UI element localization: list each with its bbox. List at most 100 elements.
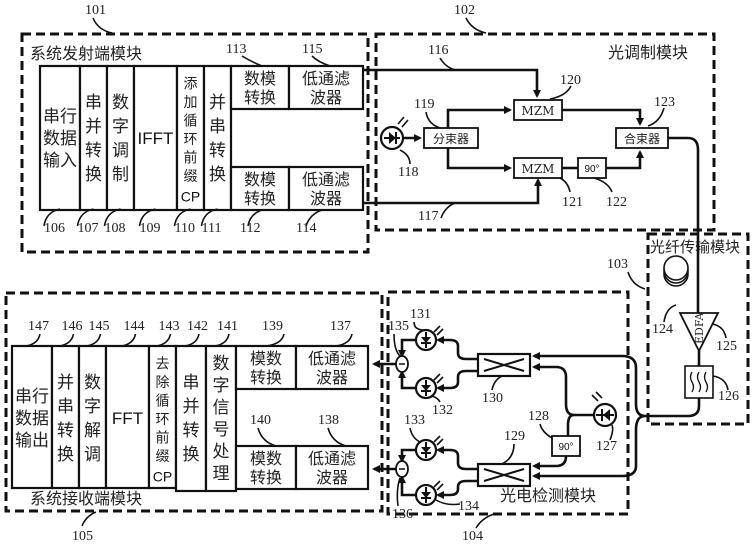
lpf-box [294, 344, 370, 391]
ref-label: 138 [318, 413, 339, 428]
ref-label: 135 [388, 319, 409, 334]
ref-label: 127 [596, 439, 617, 454]
rx-block-label: 并 [183, 397, 200, 417]
wire [446, 106, 512, 128]
rx-block-label: 理 [213, 464, 230, 484]
mzm-bottom-label: MZM [522, 162, 555, 176]
optical-hybrid-130 [476, 352, 532, 378]
lpf-box [294, 444, 370, 491]
leader-line [475, 513, 495, 529]
ref-label: 109 [140, 221, 161, 236]
ref-label: 136 [392, 507, 413, 522]
tx-block-label: 添 [184, 77, 198, 93]
tx-block-label: 并 [85, 117, 102, 137]
wire [532, 363, 594, 417]
leader-line [305, 209, 323, 227]
combiner-label: 合束器 [624, 131, 660, 146]
ref-label: 114 [296, 221, 316, 236]
ref-label: 101 [85, 3, 106, 18]
leader-line [609, 424, 614, 441]
subtractor-135-icon [395, 338, 416, 390]
lpf-box [287, 64, 365, 111]
leader-line [81, 511, 97, 527]
rx-block-label: 调 [84, 445, 101, 465]
lpf-label: 低通滤 [308, 449, 356, 468]
leader-line [311, 55, 331, 67]
rx-block-label: 环 [156, 412, 170, 428]
fiber-spool-icon [663, 255, 689, 287]
ref-label: 126 [718, 389, 739, 404]
lpf-label: 波器 [310, 189, 342, 208]
receiver-module-frame [4, 291, 384, 513]
tx-block-label: 换 [209, 165, 226, 185]
tx-block-label: 调 [112, 141, 129, 161]
adc-box [234, 344, 298, 391]
ref-label: 129 [504, 429, 525, 444]
rx-block-label: 输出 [15, 431, 49, 451]
fiber-wire [645, 398, 701, 418]
local-oscillator-laser-icon [591, 391, 618, 428]
lpf-label: 低通滤 [302, 69, 350, 88]
leader-line [393, 333, 401, 357]
photodiode-133-icon [414, 435, 444, 462]
leader-line [247, 209, 263, 227]
leader-line [491, 375, 503, 391]
wire [606, 150, 644, 170]
leader-line [156, 333, 172, 347]
tx-block-label: 循 [184, 114, 198, 130]
dac-box [229, 165, 291, 212]
leader-line [184, 333, 200, 347]
rx-block-label: 数 [213, 354, 230, 374]
leader-line [399, 149, 411, 165]
rx-block-label: 前 [156, 430, 170, 447]
tx-block-label: 数据 [43, 129, 77, 149]
rx-block-label: 串 [57, 397, 74, 417]
ref-label: 117 [418, 209, 438, 224]
photodiode-132-icon [414, 373, 444, 400]
subtractor-136-icon [395, 448, 416, 497]
rx-block-label: 除 [156, 375, 170, 391]
wire [436, 336, 478, 361]
adc-label: 转换 [250, 468, 282, 487]
ref-label: 141 [217, 319, 238, 334]
ref-label: 119 [414, 97, 434, 112]
tx-block-label: 前 [184, 150, 198, 167]
ref-label: 111 [202, 221, 222, 236]
leader-line [396, 477, 401, 507]
leader-line [549, 85, 572, 100]
transmitter-module-frame [20, 32, 370, 254]
ref-label: 105 [72, 529, 93, 544]
signal-wire-117 [363, 178, 542, 205]
ref-label: 131 [410, 307, 431, 322]
splitter-label: 分束器 [433, 132, 469, 146]
dac-label: 转换 [244, 189, 276, 208]
adc-label: 模数 [250, 449, 282, 468]
ref-label: 140 [250, 413, 271, 428]
optical-filter-icon [684, 365, 714, 399]
dac-label: 数模 [244, 170, 276, 189]
adc-box [234, 444, 298, 491]
ref-label: 104 [462, 529, 483, 544]
rx-block-label: 串行 [15, 387, 49, 407]
wire [562, 108, 644, 126]
laser-diode-icon [379, 116, 409, 151]
tx-block-label: 转 [209, 141, 226, 161]
ref-label: 108 [105, 221, 126, 236]
tx-block-label: 环 [184, 132, 198, 148]
ref-label: 110 [175, 221, 195, 236]
fiber-wire [668, 136, 700, 315]
leader-line [501, 443, 515, 465]
lpf-label: 低通滤 [302, 170, 350, 189]
wire [436, 479, 478, 499]
receiver-block-chain: 串行数据输出147并串转换146数字解调145FFT144去除循环前缀CP143… [10, 319, 370, 493]
ref-label: 102 [454, 3, 475, 18]
lpf-label: 低通滤 [308, 349, 356, 368]
